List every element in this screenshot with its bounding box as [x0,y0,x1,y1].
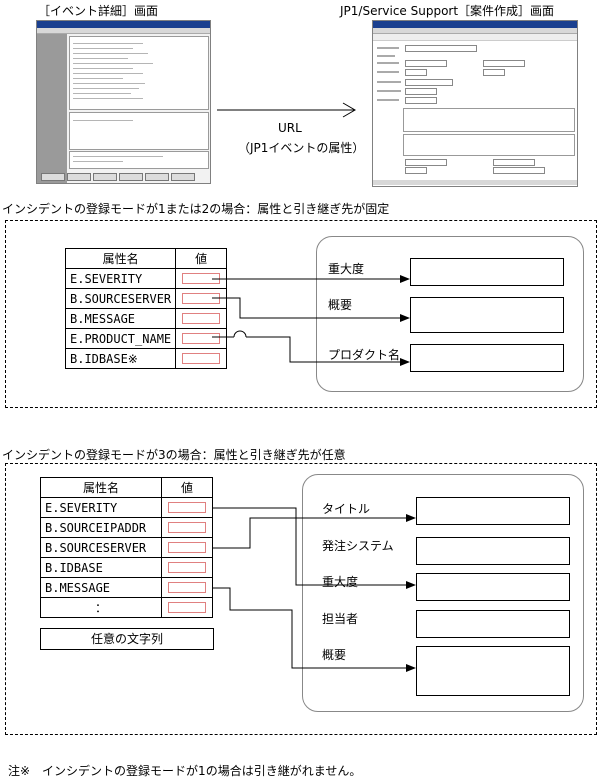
table-row: ： [40,597,213,618]
target-field [416,646,570,696]
value-box [182,313,221,324]
value-box [168,542,206,553]
target-field [416,497,570,525]
value-box [182,333,221,344]
table-row: E.PRODUCT_NAME [64,328,228,349]
target-field [416,610,570,638]
target-label: 概要 [322,648,347,662]
url-attribute-label: （JP1イベントの属性） [238,141,365,155]
target-label: 重大度 [328,262,365,276]
attr-header: 属性名 [64,248,177,269]
table-row: B.IDBASE [40,557,213,578]
event-detail-caption: ［イベント詳細］画面 [38,4,159,18]
target-field [410,297,564,333]
table-row: B.IDBASE※ [64,348,228,369]
section1-frame [5,220,597,408]
table-row: B.SOURCEIPADDR [40,517,213,538]
table-row: B.MESSAGE [64,308,228,329]
event-detail-screenshot [36,20,211,184]
table-row: E.SEVERITY [64,268,228,289]
value-box [168,602,206,613]
section1-attribute-table: 属性名値 E.SEVERITY B.SOURCESERVER B.MESSAGE… [64,248,228,369]
case-create-caption: JP1/Service Support［案件作成］画面 [340,4,555,18]
value-box [168,502,206,513]
value-box [168,522,206,533]
value-box [168,582,206,593]
table-row: B.SOURCESERVER [64,288,228,309]
table-row: B.SOURCESERVER [40,537,213,558]
target-label: 概要 [328,298,353,312]
value-box [182,353,221,364]
value-header: 値 [175,248,228,269]
section2-attribute-table: 属性名値 E.SEVERITY B.SOURCEIPADDR B.SOURCES… [40,477,213,618]
section2-heading: インシデントの登録モードが3の場合：属性と引き継ぎ先が任意 [2,448,346,462]
target-label: 発注システム [322,539,394,553]
arbitrary-string-box: 任意の文字列 [40,628,214,650]
value-box [168,562,206,573]
table-row: E.SEVERITY [40,497,213,518]
section1-heading: インシデントの登録モードが1または2の場合：属性と引き継ぎ先が固定 [2,202,390,216]
target-label: プロダクト名 [328,348,401,362]
target-field [416,573,570,601]
target-label: タイトル [322,502,371,516]
target-field [410,344,564,372]
target-field [410,258,564,286]
url-arrow [217,102,356,118]
target-label: 担当者 [322,612,359,626]
footnote: 注※ インシデントの登録モードが1の場合は引き継がれません。 [8,764,362,778]
case-create-screenshot [372,20,578,187]
url-label: URL [278,121,302,135]
section2-frame [5,463,597,735]
target-field [416,537,570,565]
